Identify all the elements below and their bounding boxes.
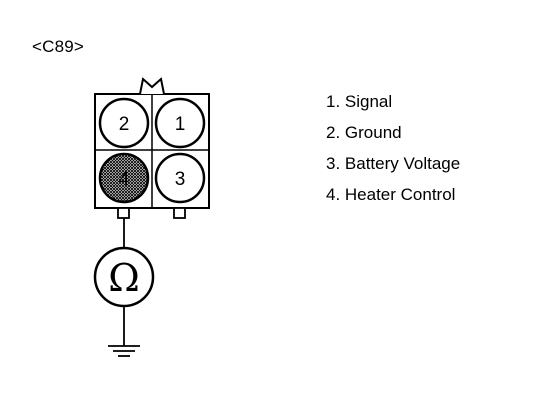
legend-item-3: 3. Battery Voltage: [326, 154, 461, 173]
pin-3: 3: [154, 152, 206, 204]
legend-item-4: 4. Heater Control: [326, 185, 456, 204]
ohm-symbol: Ω: [108, 256, 140, 300]
pin-number-3: 3: [175, 169, 186, 190]
pin-4: 4: [98, 152, 150, 204]
legend-item-1: 1. Signal: [326, 92, 393, 111]
pin-2: 2: [98, 97, 150, 149]
pin-number-4: 4: [119, 169, 130, 190]
legend-item-2: 2. Ground: [326, 123, 402, 142]
terminal-stub-pin-4: [117, 207, 130, 219]
pin-number-2: 2: [119, 114, 130, 135]
ohmmeter-icon: Ω: [93, 246, 155, 308]
pin-legend: 1. Signal 2. Ground 3. Battery Voltage 4…: [326, 86, 460, 210]
terminal-stub-pin-3: [173, 207, 186, 219]
pin-1: 1: [154, 97, 206, 149]
connector-lock-tab: [139, 77, 165, 95]
ground-symbol-icon: [108, 345, 140, 357]
pin-number-1: 1: [175, 114, 186, 135]
connector-id-label: <C89>: [32, 37, 85, 56]
